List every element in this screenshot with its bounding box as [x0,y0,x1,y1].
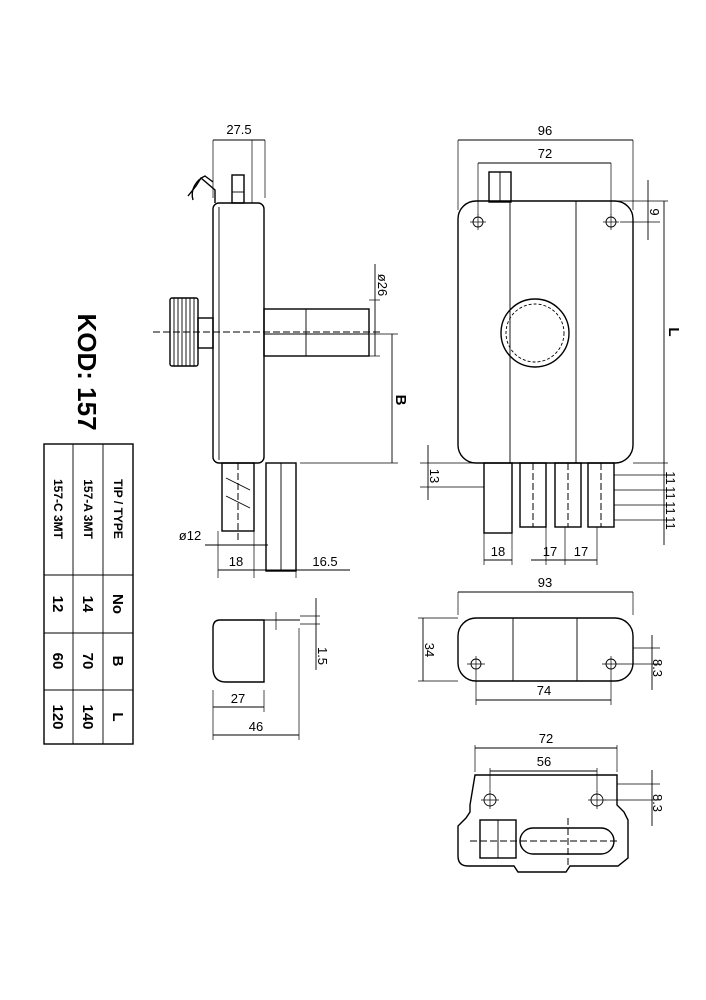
dim-latch-width: 16.5 [312,554,337,569]
table-row-no: 12 [49,596,66,613]
product-code-title: KOD: 157 [72,313,102,430]
dim-plate-height: 34 [422,643,437,657]
keeper-view: 72 56 8.3 [457,731,665,873]
dim-spacing-3: 11 [663,501,678,515]
dim-front-spacing-1: 17 [543,544,557,559]
dim-l-label: L [665,327,682,336]
dim-keeper-hole-offset: 8.3 [650,794,665,812]
dim-front-width: 96 [538,123,552,138]
side-view-dimensions: 27.5 ø26 B ø12 18 16.5 [179,122,409,578]
dim-plate-hole-offset: 8.3 [650,659,665,677]
dim-keeper-holes: 56 [537,754,551,769]
dim-profile-w27: 27 [231,691,245,706]
front-plate-view: 93 34 74 8.3 [418,575,665,705]
dim-spacing-1: 11 [663,471,678,485]
table-row-type: 157-C 3MT [51,479,65,540]
dim-b-label: B [392,395,409,406]
dim-plate-width: 93 [538,575,552,590]
dim-cylinder-dia: ø26 [375,274,390,296]
dim-keeper-width: 72 [539,731,553,746]
dim-profile-w46: 46 [249,719,263,734]
dim-front-bolt-width: 18 [491,544,505,559]
dim-plate-holes: 74 [537,683,551,698]
lock-side-view [153,140,380,572]
table-row-l: 140 [79,704,96,729]
table-header-l: L [109,712,126,721]
dim-spacing-4: 11 [663,516,678,530]
front-view-dimensions: 96 72 9 L 13 11 11 11 11 18 17 17 [420,123,682,565]
dim-hole-span: 72 [538,146,552,161]
dim-side-width: 27.5 [226,122,251,137]
dim-spacing-2: 11 [663,486,678,500]
dim-profile-gap: 1.5 [315,647,330,665]
table-row-no: 14 [79,596,96,613]
table-header-no: No [109,594,126,614]
lock-front-view [457,171,634,534]
dim-bolt-width: 18 [229,554,243,569]
dim-bolt-dia: ø12 [179,528,201,543]
table-row-b: 70 [79,653,96,670]
profile-view: 1.5 27 46 [212,598,330,740]
table-row-b: 60 [49,653,66,670]
table-row-l: 120 [49,704,66,729]
dim-front-spacing-2: 17 [574,544,588,559]
table-row-type: 157-A 3MT [81,479,95,539]
table-header-type: TIP / TYPE [111,479,125,539]
dim-bolt-offset: 13 [427,469,442,483]
table-header-b: B [109,656,126,667]
spec-table: TIP / TYPE No B L 157-A 3MT 14 70 140 15… [43,443,134,745]
dim-top-offset: 9 [647,208,662,215]
